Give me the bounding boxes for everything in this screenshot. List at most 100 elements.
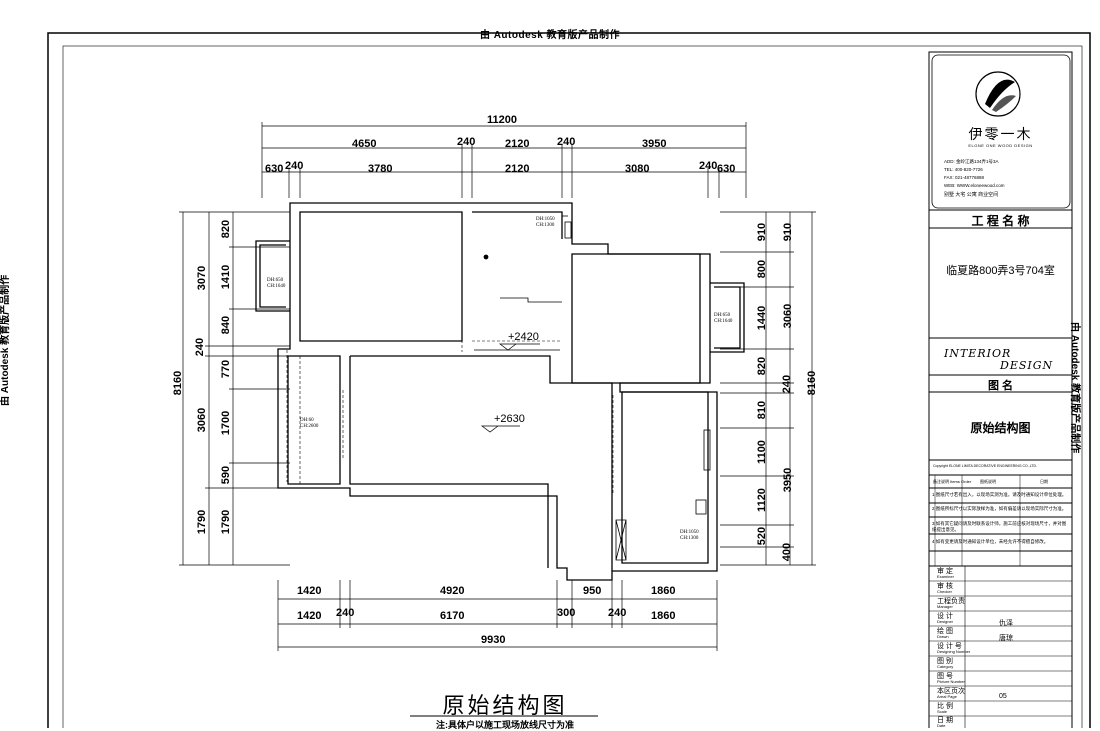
company-name-en: ELONE ONE WOOD DESIGN	[968, 143, 1033, 148]
dim-left-outer: 3070	[196, 265, 208, 291]
dim-right-outer: 400	[781, 542, 793, 562]
dim-right-overall: 8160	[806, 370, 818, 396]
company-name: 伊零一木	[968, 127, 1033, 143]
dim-top-r3: 240	[699, 160, 718, 172]
dim-bottom-r2: 6170	[440, 610, 465, 622]
dim-left-inner: 590	[220, 465, 232, 485]
note-row: 4 如有变更请及时通知设计单位，未经允许不得擅自修改。	[932, 539, 1049, 544]
dim-top-r3: 3780	[368, 163, 393, 175]
dim-left-outer: 1790	[196, 509, 208, 535]
notes-header-3: 日期	[1040, 479, 1048, 484]
dim-right-inner: 800	[756, 259, 768, 279]
copyright: Copyright ELONE LIMITA DECORATIVE ENGINE…	[933, 464, 1038, 468]
dim-left-inner: 840	[220, 315, 232, 335]
sheet-border-outer	[47, 32, 1091, 728]
dim-right-outer: 3950	[782, 467, 794, 493]
dim-left-overall: 8160	[172, 370, 184, 396]
dim-left-inner: 1700	[220, 410, 232, 436]
notes-header-2: 图纸说明	[980, 479, 996, 484]
dim-top-r3: 630	[717, 163, 736, 175]
dim-top-r2: 4650	[352, 138, 377, 150]
logo-circle	[975, 71, 1021, 117]
level-mark-2	[480, 425, 520, 433]
dim-top-overall: 11200	[487, 114, 517, 126]
dim-left-inner: 820	[220, 219, 232, 239]
dim-right-inner: 820	[756, 356, 768, 376]
dim-top-r2: 2120	[505, 138, 530, 150]
dim-left-inner: 1410	[220, 264, 232, 290]
level-label: +2630	[494, 413, 525, 425]
dim-top-r2: 3950	[642, 138, 667, 150]
dim-top-r3: 3080	[625, 163, 650, 175]
design-line-1: INTERIOR	[944, 347, 1012, 360]
dim-bottom-r2: 1860	[651, 610, 676, 622]
drawn-by-name: 唐琼	[999, 635, 1013, 642]
watermark-right: 由 Autodesk 教育版产品制作	[1069, 322, 1080, 454]
areal-page-value: 05	[999, 693, 1007, 700]
dim-right-inner: 520	[756, 526, 768, 546]
dim-left-outer: 3060	[196, 407, 208, 433]
dim-left-outer: 240	[194, 337, 206, 357]
dim-bottom-r2: 300	[557, 607, 576, 619]
dim-left-inner: 770	[220, 359, 232, 379]
dim-top-r2: 240	[557, 136, 576, 148]
dim-right-inner: 1120	[756, 488, 768, 512]
dim-bottom-r1: 1420	[297, 585, 322, 597]
watermark-left: 由 Autodesk 教育版产品制作	[0, 274, 11, 406]
drawing-name: 原始结构图	[970, 421, 1031, 435]
dim-top-r2: 240	[457, 136, 476, 148]
dim-left-inner: 1790	[220, 509, 232, 535]
drawing-name-label: 图 名	[987, 380, 1014, 392]
company-contact: ADD: 金岭江路134弄1号3A TEL: 400-820-7726 FAX:…	[944, 159, 1005, 198]
dim-right-outer: 240	[781, 374, 793, 394]
notes-header-1: 备注说明 Items Order	[933, 479, 972, 484]
project-name-label: 工 程 名 称	[971, 214, 1030, 228]
dim-bottom-r2: 240	[336, 607, 355, 619]
dim-bottom-overall: 9930	[481, 634, 506, 646]
dim-right-outer: 3060	[782, 303, 794, 329]
drawing-title: 原始结构图	[442, 694, 568, 719]
watermark-top: 由 Autodesk 教育版产品制作	[479, 30, 621, 41]
dim-top-r3: 240	[285, 160, 304, 172]
dim-bottom-r2: 1420	[297, 610, 322, 622]
dim-right-inner: 1100	[756, 440, 768, 464]
note-row: 3 如有其它疑问请及时联系设计师，施工前应核对现场尺寸，并对图纸提出意见。	[932, 521, 1067, 532]
note-row: 1 图纸尺寸若有出入，以现场实测为准，请及时通知设计单位处理。	[932, 492, 1067, 497]
dim-bottom-r1: 4920	[440, 585, 465, 597]
dim-top-r3: 630	[265, 163, 284, 175]
designer-name: 仇泽	[999, 620, 1013, 627]
title-block-logo-box	[931, 54, 1071, 209]
dim-bottom-r1: 950	[583, 585, 602, 597]
drawing-note: 注:具体户以施工现场放线尺寸为准	[436, 720, 574, 730]
dim-right-inner: 910	[756, 222, 768, 242]
dim-right-outer: 910	[782, 222, 794, 242]
note-row: 2 图纸所标尺寸以实际放样为准，如有偏差请以现场实际尺寸为准。	[932, 506, 1067, 511]
level-mark-1	[498, 343, 540, 351]
dim-right-inner: 1440	[756, 305, 768, 331]
design-line-2: DESIGN	[1000, 359, 1054, 372]
sheet-border-inner	[62, 45, 1083, 728]
dim-bottom-r2: 240	[608, 607, 627, 619]
level-label: +2420	[508, 331, 539, 343]
dim-right-inner: 810	[756, 400, 768, 420]
dim-top-r3: 2120	[505, 163, 530, 175]
project-name: 临夏路800弄3号704室	[946, 265, 1055, 277]
dim-bottom-r1: 1860	[651, 585, 676, 597]
